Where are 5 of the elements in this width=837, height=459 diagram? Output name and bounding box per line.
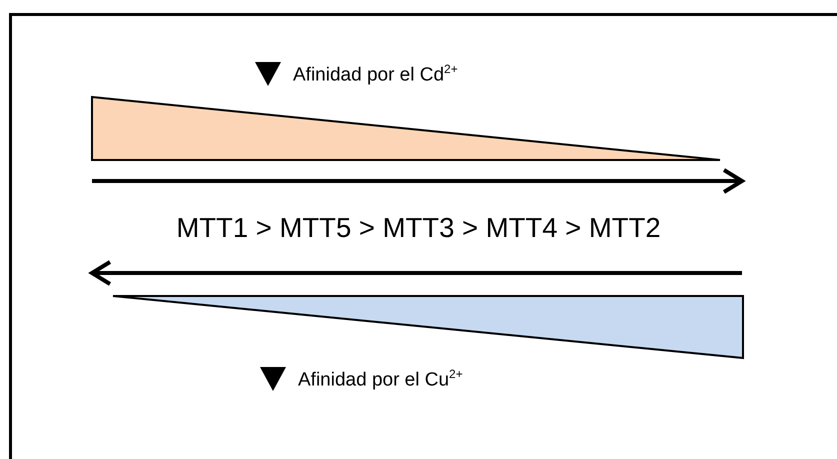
order-text: MTT1 > MTT5 > MTT3 > MTT4 > MTT2 bbox=[175, 212, 662, 244]
affinity-label: Afinidad por el Cu$^{2+}$ bbox=[298, 367, 463, 392]
gradient-wedge bbox=[112, 295, 744, 360]
affinity-label: Afinidad por el Cd$^{2+}$ bbox=[293, 62, 458, 86]
gradient-wedge bbox=[91, 96, 721, 161]
